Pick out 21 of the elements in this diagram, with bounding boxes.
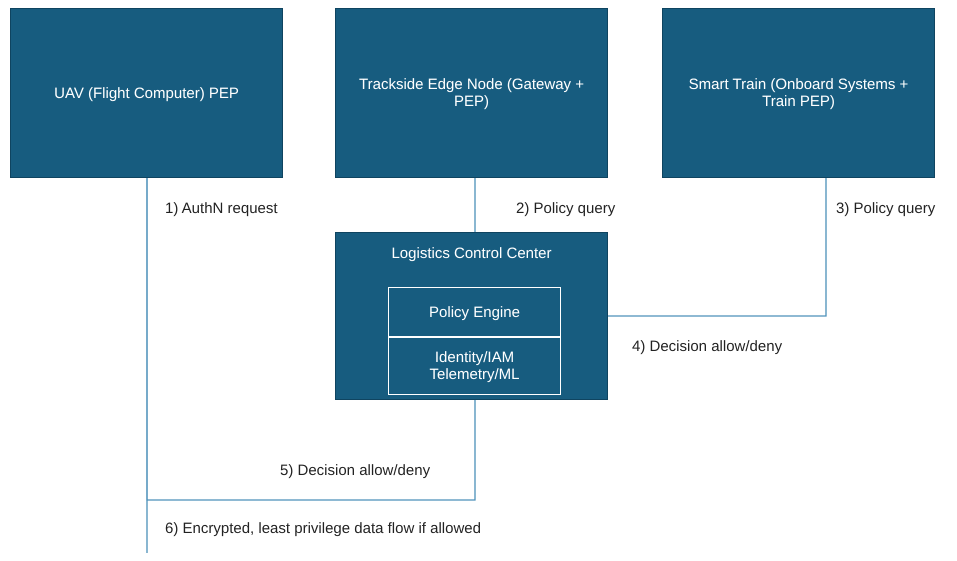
component-box	[388, 287, 561, 337]
node-label: Logistics Control Center	[391, 245, 552, 262]
flow-note: 6) Encrypted, least privilege data flow if allowed	[163, 520, 483, 537]
connector-line	[608, 178, 827, 317]
process-box	[335, 8, 608, 178]
node-label: Policy Engine	[429, 304, 520, 320]
edge-label: 5) Decision allow/deny	[278, 462, 432, 479]
node-label: Identity/IAM Telemetry/ML	[428, 349, 521, 383]
edge-label: 2) Policy query	[514, 200, 618, 217]
connector-line	[474, 178, 476, 232]
process-box	[662, 8, 935, 178]
connector-line	[146, 178, 476, 501]
flow-note: 4) Decision allow/deny	[630, 338, 784, 355]
node-label: Trackside Edge Node (Gateway + PEP)	[358, 76, 585, 110]
node-label: Smart Train (Onboard Systems + Train PEP)	[688, 76, 910, 110]
node-label: UAV (Flight Computer) PEP	[54, 84, 239, 102]
edge-label: 3) Policy query	[834, 200, 938, 217]
component-box	[388, 337, 561, 395]
edge-label: 1) AuthN request	[163, 200, 280, 217]
process-box	[335, 232, 608, 400]
process-box	[10, 8, 283, 178]
